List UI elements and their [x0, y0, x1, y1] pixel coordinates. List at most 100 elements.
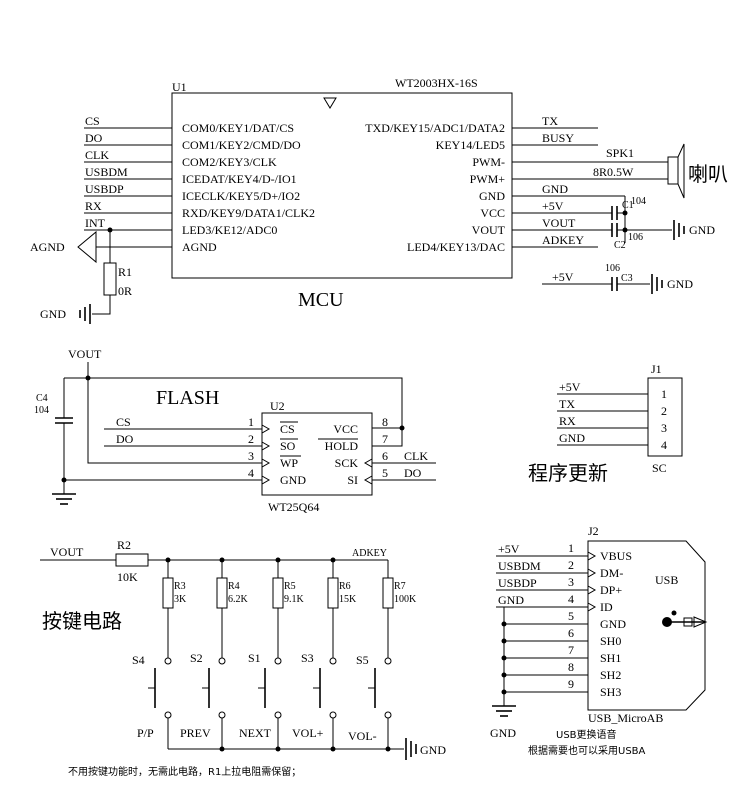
mcu-net-do: DO: [85, 131, 103, 145]
r7-value: 100K: [394, 594, 417, 605]
r4-column: [216, 560, 228, 658]
switch-s1: [258, 657, 282, 719]
usb-caption-2: 根据需要也可以采用USBA: [528, 744, 646, 757]
r6-ref: R6: [339, 581, 351, 592]
agnd-label: AGND: [30, 240, 65, 254]
usb-net-gnd: GND: [498, 593, 524, 607]
mcu-right-pin-1: TXD/KEY15/ADC1/DATA2: [365, 121, 505, 135]
mcu-net-rx: RX: [85, 199, 102, 213]
r7-ref: R7: [394, 581, 406, 592]
flash-pin-1-name: CS: [280, 422, 295, 436]
r1-resistor: [103, 262, 117, 296]
s1-ref: S1: [248, 651, 261, 665]
flash-pin-1-num: 1: [248, 415, 254, 429]
program-title: 程序更新: [528, 461, 608, 485]
r7-column: [382, 560, 394, 658]
flash-pin-2-name: SO: [280, 439, 296, 453]
r3-column: [162, 560, 174, 658]
usb-pin-8-num: 8: [568, 660, 574, 674]
ground-symbol: [492, 705, 516, 717]
c3-value: 106: [605, 263, 620, 274]
usb-caption-1: USB更换语音: [556, 728, 617, 741]
s5-ref: S5: [356, 653, 369, 667]
mcu-net-tx: TX: [542, 114, 558, 128]
usb-pin-3-num: 3: [568, 575, 574, 589]
flash-section: FLASH VOUT C4 104 U2 WT25Q64 CS DO 1: [34, 347, 436, 514]
flash-pin-5-name: SI: [347, 473, 358, 487]
mcu-left-pin-8: AGND: [182, 240, 217, 254]
usb-gnd-label: GND: [490, 726, 516, 740]
speaker-body: [667, 156, 679, 185]
flash-part: WT25Q64: [268, 500, 319, 514]
flash-net-do: DO: [116, 432, 134, 446]
adkey-label: ADKEY: [352, 548, 387, 559]
flash-net-clk: CLK: [404, 449, 428, 463]
c2-value: 106: [628, 232, 643, 243]
j1-label: SC: [652, 461, 667, 475]
usb-part: USB_MicroAB: [588, 711, 663, 725]
mcu-left-pin-6: RXD/KEY9/DATA1/CLK2: [182, 206, 315, 220]
r5-value: 9.1K: [284, 594, 305, 605]
switch-s4: [148, 657, 172, 719]
key-gnd-label: GND: [420, 743, 446, 757]
mcu-left-pin-5: ICECLK/KEY5/D+/IO2: [182, 189, 300, 203]
key-title: 按键电路: [42, 609, 122, 633]
j1-ref: J1: [651, 362, 662, 376]
usb-pin-5-name: GND: [600, 617, 626, 631]
junction-dot: [501, 638, 507, 644]
switch-s3: [313, 657, 337, 719]
r4-ref: R4: [228, 581, 240, 592]
r6-column: [327, 560, 339, 658]
junction-dot: [385, 746, 391, 752]
r1-value: 0R: [118, 284, 132, 298]
speaker-value: 8R0.5W: [593, 165, 634, 179]
c4-value: 104: [34, 405, 49, 416]
key-note: 不用按键功能时，无需此电路，R1上拉电阻需保留；: [68, 765, 301, 778]
c3-ref: C3: [621, 273, 633, 284]
j1-net-gnd: GND: [559, 431, 585, 445]
mcu-right-pin-3: PWM-: [472, 155, 505, 169]
j1-pin-1: 1: [661, 387, 667, 401]
usb-pin-3-name: DP+: [600, 583, 622, 597]
j1-net-5v: +5V: [559, 380, 581, 394]
r1-ref: R1: [118, 265, 132, 279]
c3-net-5v: +5V: [552, 270, 574, 284]
usb-section: J2 USB USB_MicroAB USB更换语音 根据需要也可以采用USBA: [490, 524, 708, 757]
flash-net-di: DO: [404, 466, 422, 480]
junction-dot: [501, 672, 507, 678]
mcu-net-clk: CLK: [85, 148, 109, 162]
usb-pin-5-num: 5: [568, 609, 574, 623]
mcu-net-cs: CS: [85, 114, 100, 128]
agnd-symbol: [77, 230, 97, 264]
r3-ref: R3: [174, 581, 186, 592]
usb-pin-6-num: 6: [568, 626, 574, 640]
flash-pin-8-name: VCC: [333, 422, 358, 436]
ground-symbol: [52, 493, 76, 505]
c3-gnd-label: GND: [667, 277, 693, 291]
c1c2-gnd-label: GND: [689, 223, 715, 237]
mcu-right-pin-6: VCC: [480, 206, 505, 220]
ground-symbol: [651, 274, 663, 294]
flash-ref: U2: [270, 399, 285, 413]
usb-pin-4-name: ID: [600, 600, 613, 614]
key-label-next: NEXT: [239, 726, 272, 740]
r2-ref: R2: [117, 538, 131, 552]
junction-dot: [275, 746, 281, 752]
flash-pin-7-num: 7: [382, 432, 388, 446]
r2-value: 10K: [117, 570, 138, 584]
key-label-prev: PREV: [180, 726, 211, 740]
flash-pin-6-name: SCK: [335, 456, 359, 470]
mcu-right-pin-7: VOUT: [472, 223, 506, 237]
s4-ref: S4: [132, 653, 145, 667]
j1-pin-3: 3: [661, 421, 667, 435]
c1-value: 104: [631, 196, 646, 207]
usb-pin-4-num: 4: [568, 592, 574, 606]
key-vout-label: VOUT: [50, 545, 84, 559]
flash-pin-4-num: 4: [248, 466, 254, 480]
key-label-volup: VOL+: [292, 726, 324, 740]
flash-pin-4-name: GND: [280, 473, 306, 487]
mcu-ref: U1: [172, 80, 187, 94]
usb-pin-1-num: 1: [568, 541, 574, 555]
junction-dot: [219, 746, 225, 752]
